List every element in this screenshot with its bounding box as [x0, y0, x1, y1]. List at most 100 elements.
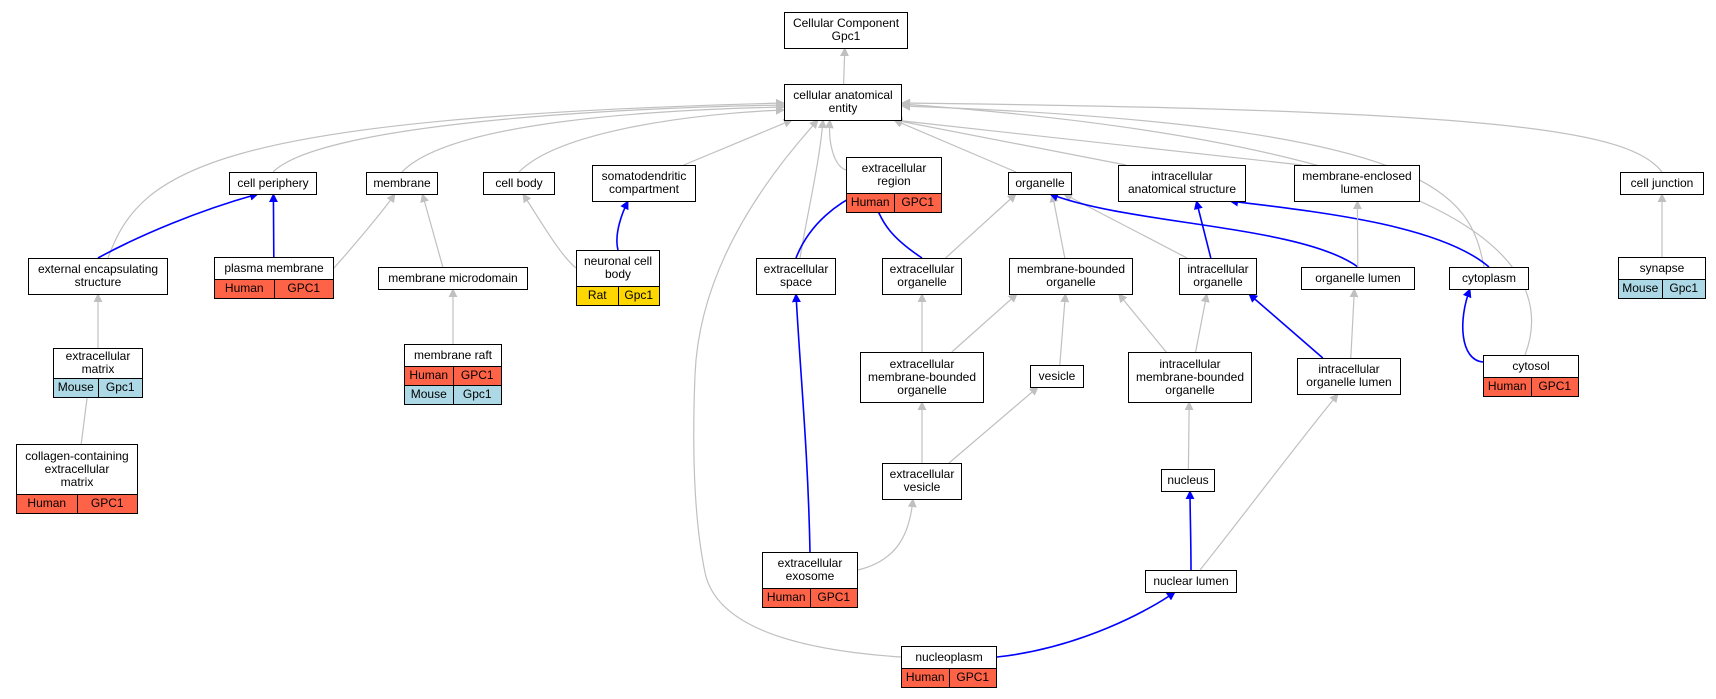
node-somato[interactable]: somatodendritic compartment — [592, 165, 696, 202]
edge-intorg-to-ias — [1194, 200, 1212, 259]
edge-exmbo-to-mbo — [951, 293, 1018, 353]
node-label: collagen-containing extracellular matrix — [25, 448, 129, 489]
node-mel[interactable]: membrane-enclosed lumen — [1294, 165, 1420, 202]
species-cell: Rat — [577, 286, 618, 305]
node-label: neuronal cell body — [583, 254, 653, 282]
node-label: Cellular Component Gpc1 — [792, 16, 900, 44]
node-iol[interactable]: intracellular organelle lumen — [1297, 358, 1401, 395]
edge-cytosol-to-cae — [901, 100, 1533, 356]
species-cell: Human — [847, 193, 894, 212]
node-organelle[interactable]: organelle — [1008, 172, 1072, 195]
node-label: extracellular vesicle — [889, 467, 955, 495]
node-ccecm[interactable]: collagen-containing extracellular matrix… — [16, 444, 138, 514]
node-label: cell body — [495, 175, 543, 190]
node-cae[interactable]: cellular anatomical entity — [784, 84, 902, 121]
edge-nplasm-to-nlumen — [996, 591, 1176, 658]
node-vesicle[interactable]: vesicle — [1030, 365, 1084, 388]
edge-nlumen-to-iol — [1199, 393, 1339, 571]
node-cc[interactable]: Cellular Component Gpc1 — [784, 12, 908, 49]
node-label: extracellular matrix — [65, 349, 131, 377]
edge-imbo-to-intorg — [1195, 293, 1210, 353]
gene-cell: Gpc1 — [452, 385, 501, 404]
gene-cell: Gpc1 — [617, 286, 659, 305]
gene-cell: GPC1 — [809, 588, 857, 607]
node-label: extracellular region — [861, 161, 927, 189]
node-imbo[interactable]: intracellular membrane-bounded organelle — [1128, 352, 1252, 403]
edge-ncb-to-cellbody — [522, 193, 577, 269]
node-cellbody[interactable]: cell body — [483, 172, 555, 195]
node-exspace[interactable]: extracellular space — [756, 258, 836, 295]
gene-cell: GPC1 — [452, 366, 501, 385]
edge-iol-to-orglumen — [1349, 288, 1359, 359]
node-label: intracellular organelle lumen — [1306, 362, 1392, 390]
edge-pm-to-membrane — [333, 193, 396, 269]
node-junction[interactable]: cell junction — [1620, 172, 1704, 195]
edge-nplasm-to-cae — [693, 119, 902, 658]
node-cytoplasm[interactable]: cytoplasm — [1449, 267, 1529, 290]
node-label: cell junction — [1630, 175, 1694, 190]
gene-cell: GPC1 — [76, 494, 137, 513]
edge-vesicle-to-mbo — [1059, 293, 1070, 366]
node-exorg[interactable]: extracellular organelle — [882, 258, 962, 295]
gene-cell: Gpc1 — [1661, 279, 1705, 298]
node-label: plasma membrane — [224, 260, 324, 275]
node-ias[interactable]: intracellular anatomical structure — [1118, 165, 1246, 202]
species-cell: Mouse — [54, 378, 98, 397]
node-label: cytosol — [1512, 358, 1550, 373]
node-mbo[interactable]: membrane-bounded organelle — [1009, 258, 1133, 295]
edge-junction-to-cae — [901, 98, 1663, 173]
node-label: cellular anatomical entity — [793, 88, 893, 116]
node-nucleus[interactable]: nucleus — [1161, 469, 1215, 492]
node-label: organelle lumen — [1315, 270, 1401, 285]
species-cell: Human — [763, 588, 810, 607]
node-exmbo[interactable]: extracellular membrane-bounded organelle — [860, 352, 984, 403]
gene-cell: GPC1 — [948, 668, 996, 687]
node-exves[interactable]: extracellular vesicle — [882, 463, 962, 500]
edge-nlumen-to-nucleus — [1185, 490, 1195, 571]
node-ees[interactable]: external encapsulating structure — [28, 258, 168, 295]
edge-ees-to-cae — [107, 98, 785, 259]
species-cell: Human — [215, 279, 274, 298]
edge-exreg-to-cae — [824, 119, 847, 171]
edge-ncb-to-somato — [616, 200, 629, 251]
node-label: membrane-bounded organelle — [1016, 262, 1126, 290]
node-membrane[interactable]: membrane — [366, 172, 438, 195]
node-label: cytoplasm — [1461, 270, 1517, 285]
edge-mbo-to-organelle — [1049, 193, 1066, 259]
node-label: nucleus — [1167, 472, 1209, 487]
node-label: extracellular space — [763, 262, 829, 290]
node-label: synapse — [1639, 260, 1685, 275]
node-nlumen[interactable]: nuclear lumen — [1145, 570, 1237, 593]
node-periph[interactable]: cell periphery — [229, 172, 317, 195]
gene-cell: GPC1 — [1530, 377, 1578, 396]
gene-cell: Gpc1 — [97, 378, 142, 397]
edge-cytosol-to-cytoplasm — [1461, 288, 1484, 363]
node-intorg[interactable]: intracellular organelle — [1179, 258, 1257, 295]
edge-cellbody-to-cae — [518, 105, 785, 173]
node-mmd[interactable]: membrane microdomain — [378, 267, 528, 290]
node-label: membrane-enclosed lumen — [1302, 169, 1412, 197]
edge-mel-to-cae — [893, 116, 1303, 166]
node-orglumen[interactable]: organelle lumen — [1301, 267, 1415, 290]
node-label: membrane raft — [413, 347, 493, 362]
edge-membrane-to-cae — [401, 102, 785, 173]
species-cell: Human — [17, 494, 77, 513]
node-label: external encapsulating structure — [37, 262, 159, 290]
